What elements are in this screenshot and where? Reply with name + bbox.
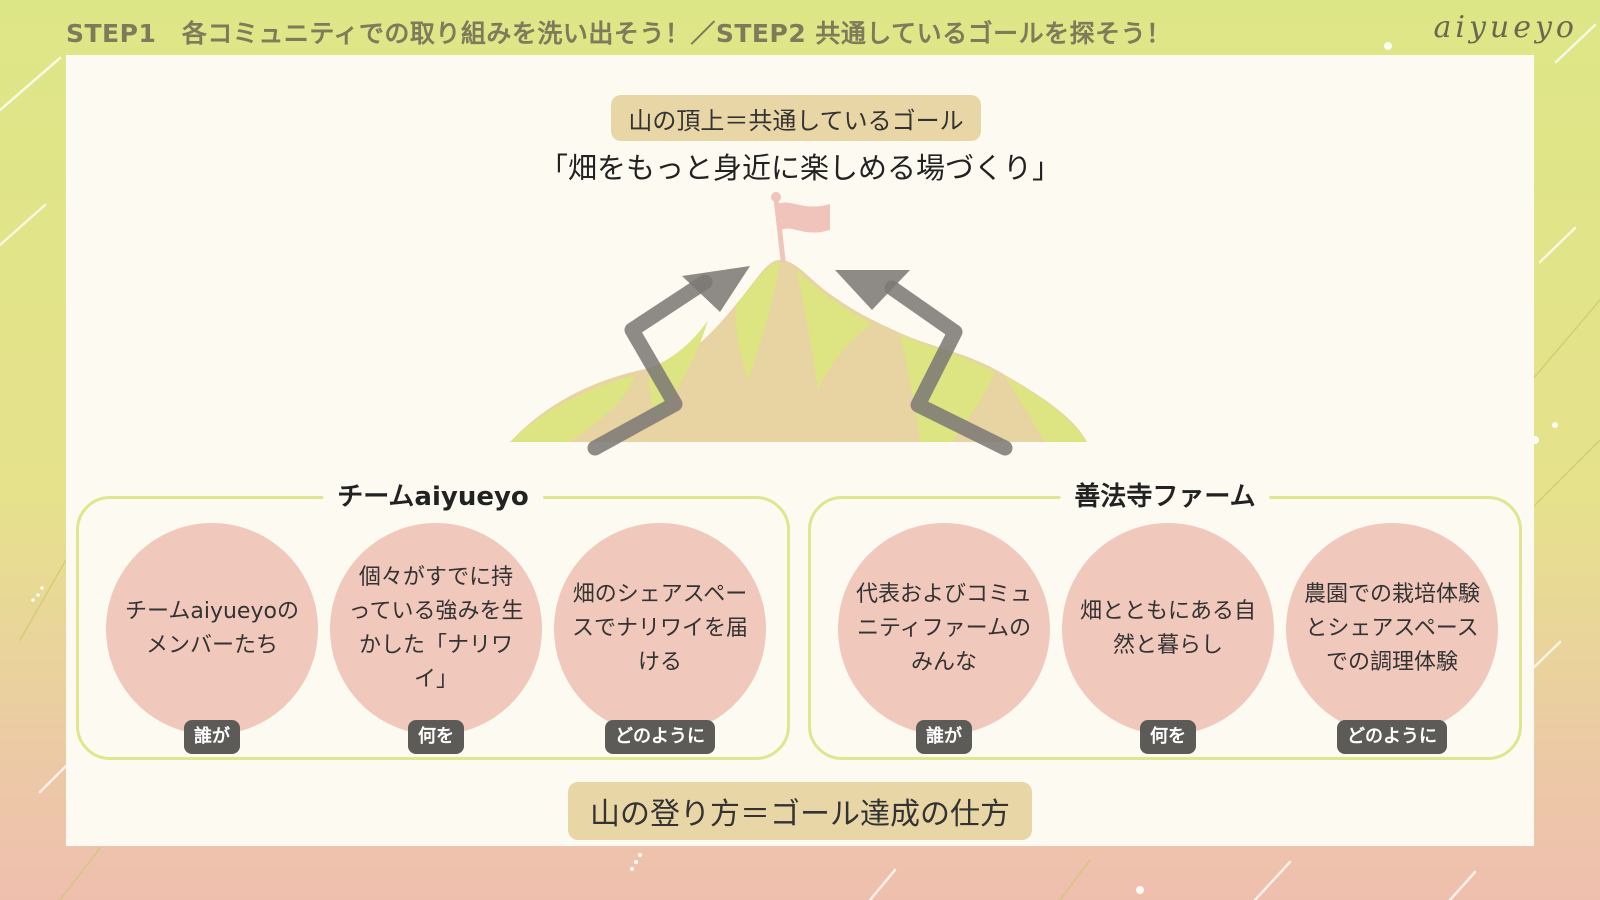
circle-text: 個々がすでに持っている強みを生かした「ナリワイ」 [348,565,524,692]
who-tag: 誰が [184,720,240,754]
circle-text: 畑のシェアスペースでナリワイを届ける [572,582,749,675]
circle-text: チームaiyueyoのメンバーたち [125,599,299,658]
mountain-patch [510,375,635,442]
what-tag: 何を [408,720,464,754]
how-tag: どのように [1337,720,1447,754]
who-tag: 誰が [916,720,972,754]
mountain-icon [510,192,1087,456]
who-circle: チームaiyueyoのメンバーたち [106,523,318,735]
group-team-aiyueyo: チームaiyueyo チームaiyueyoのメンバーたち 個々がすでに持っている… [76,477,790,760]
group-zenpoji-farm: 善法寺ファーム 代表およびコミュニティファームのみんな 畑とともにある自然と暮ら… [808,477,1522,760]
circle-text: 農園での栽培体験とシェアスペースでの調理体験 [1304,582,1481,675]
how-circle: 畑のシェアスペースでナリワイを届ける [554,523,766,735]
flag-pole-top [771,192,781,202]
mountain-patch [1005,376,1087,442]
arrow-icon [884,280,1013,456]
how-circle: 農園での栽培体験とシェアスペースでの調理体験 [1286,523,1498,735]
arrow-icon [835,270,910,310]
arrow-icon [587,274,713,456]
what-circle: 畑とともにある自然と暮らし [1062,523,1274,735]
flag-icon [778,202,830,233]
flag-pole [773,195,786,263]
group-title: チームaiyueyo [323,477,543,517]
circle-text: 畑とともにある自然と暮らし [1080,599,1257,658]
mountain-patch [796,270,872,390]
content-panel [66,55,1534,846]
arrow-icon [682,266,750,312]
circle-text: 代表およびコミュニティファームのみんな [856,582,1033,675]
goal-label: 山の頂上＝共通しているゴール [611,95,981,141]
who-circle: 代表およびコミュニティファームのみんな [838,523,1050,735]
mountain-patch [735,262,780,380]
brand-logo: aiyueyo [1433,10,1578,45]
page-title: STEP1 各コミュニティでの取り組みを洗い出そう！／STEP2 共通しているゴ… [66,19,1172,48]
climb-method-label: 山の登り方＝ゴール達成の仕方 [568,782,1032,840]
goal-text: 「畑をもっと身近に楽しめる場づくり」 [538,151,1061,185]
what-circle: 個々がすでに持っている強みを生かした「ナリワイ」 [330,523,542,735]
group-title: 善法寺ファーム [1060,477,1270,517]
how-tag: どのように [605,720,715,754]
what-tag: 何を [1140,720,1196,754]
